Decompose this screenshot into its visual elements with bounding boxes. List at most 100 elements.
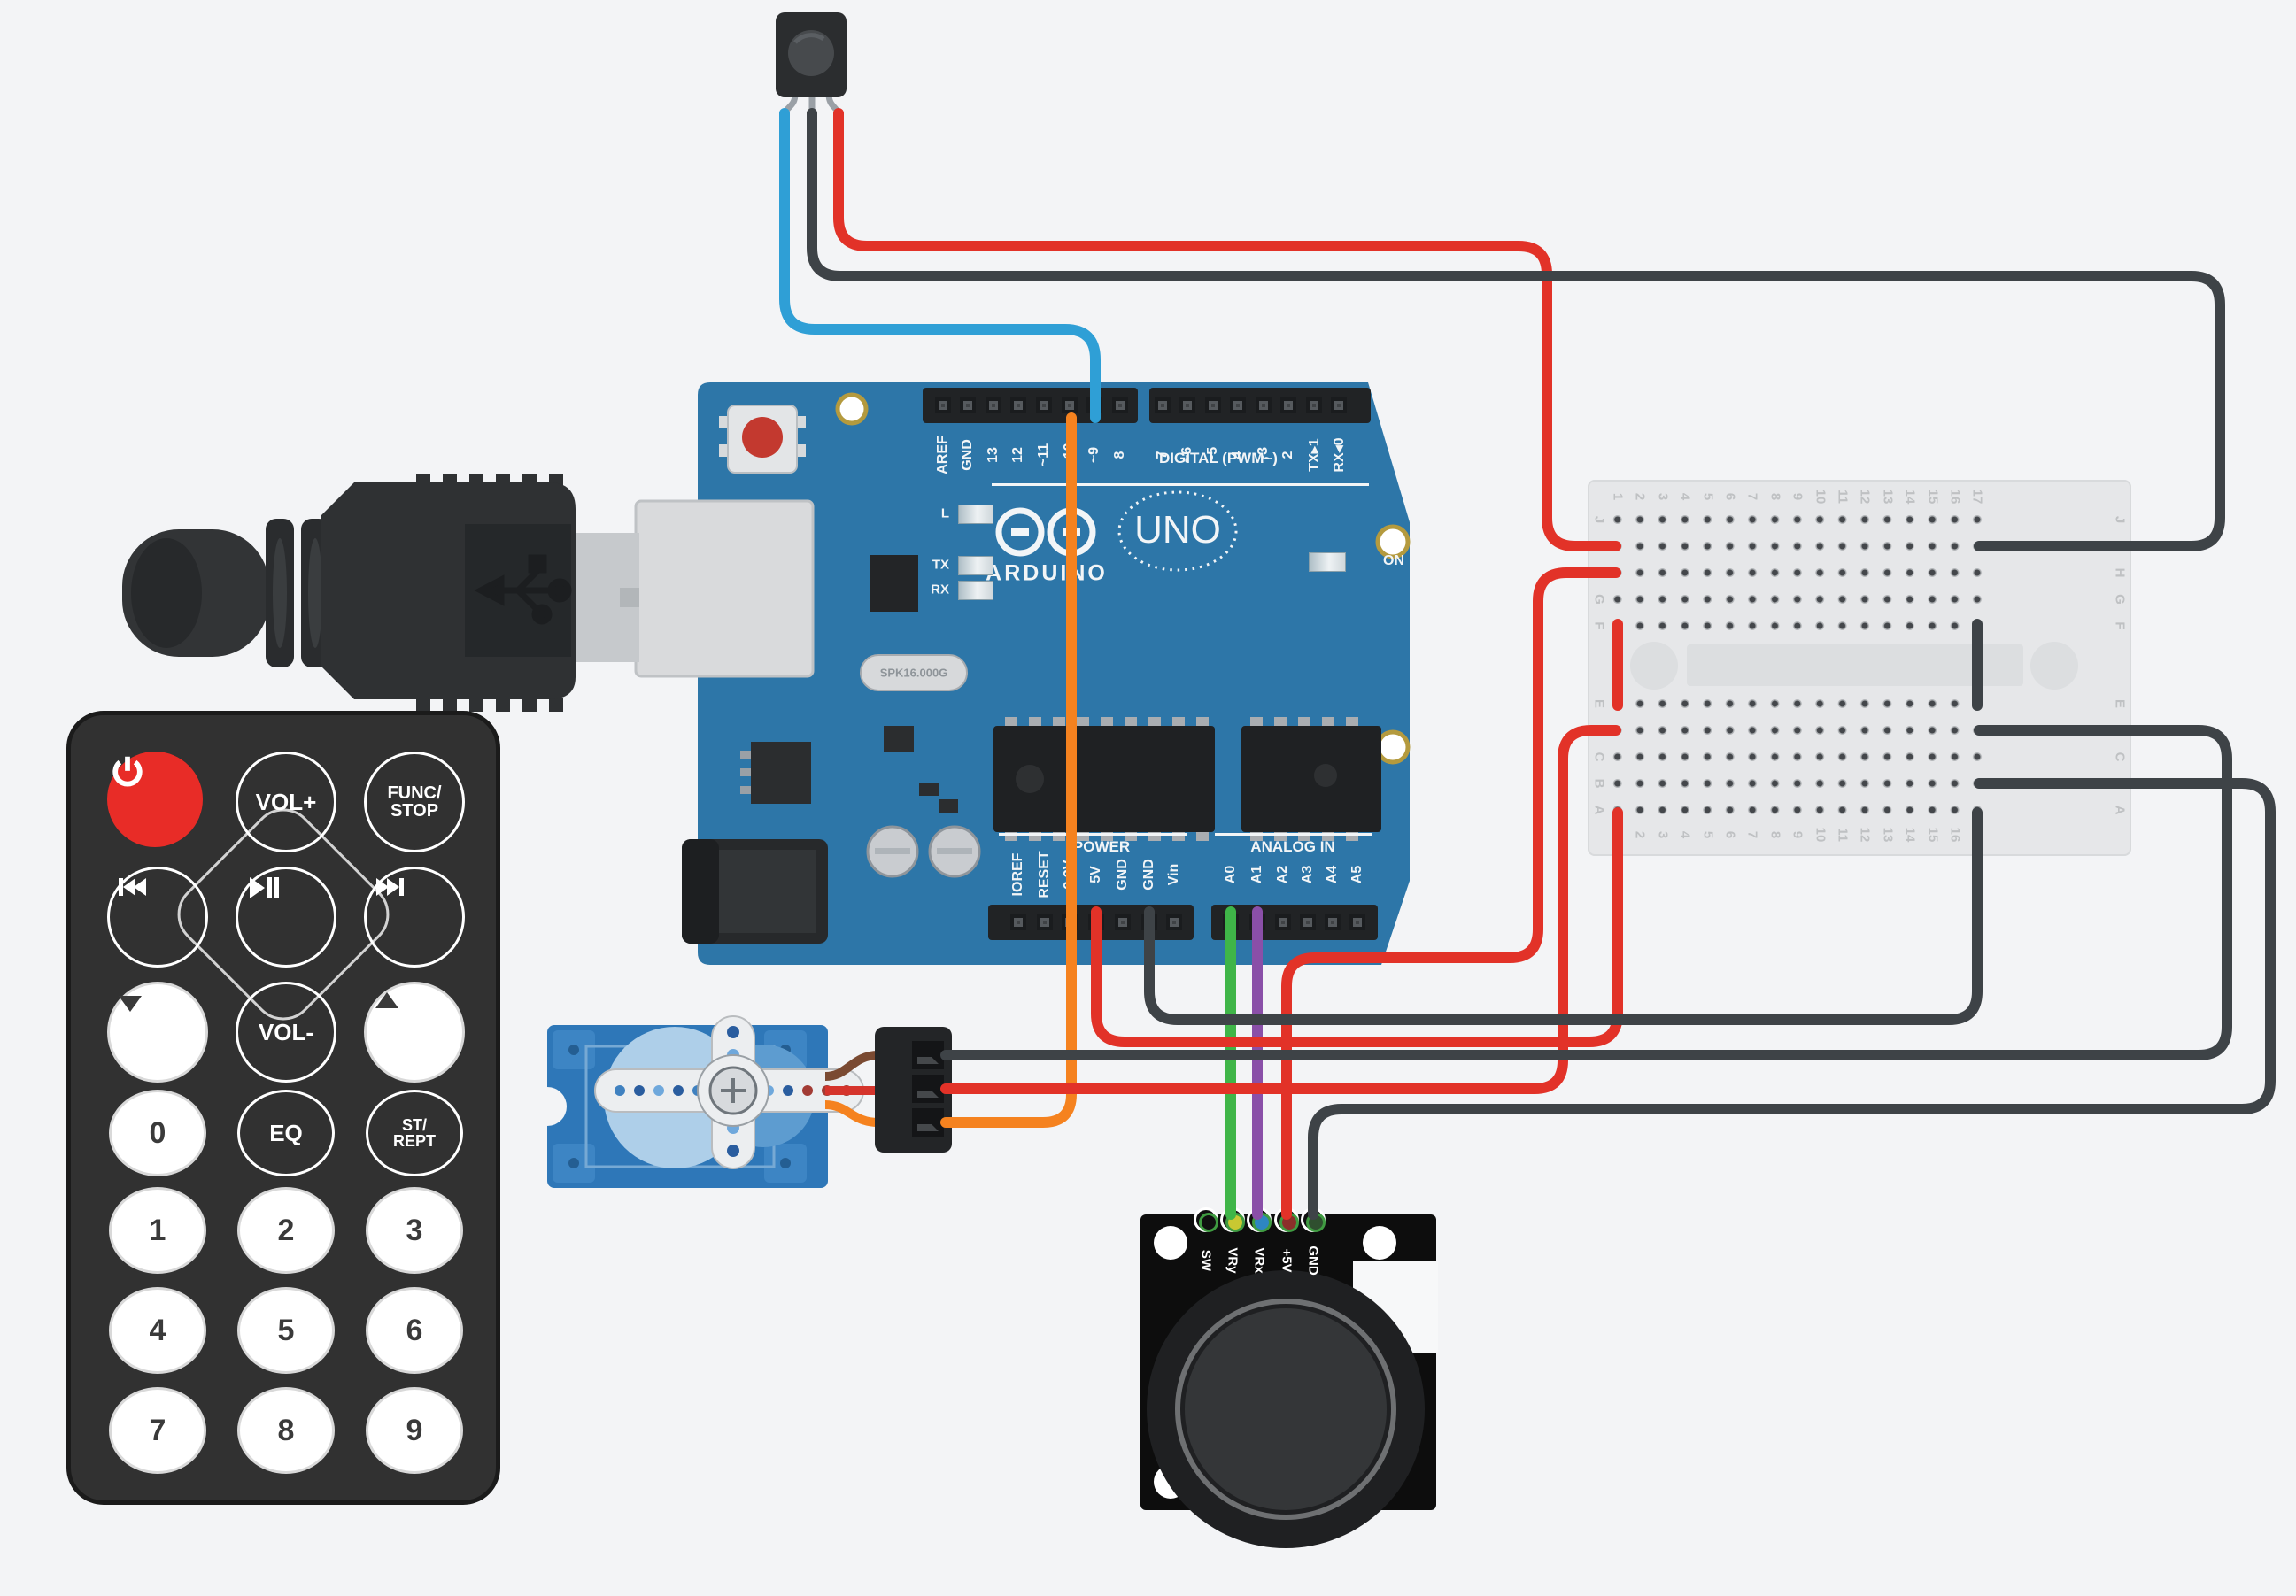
servo-wire-orange: [824, 1100, 879, 1127]
down-button[interactable]: [107, 982, 208, 1083]
button-label: 1: [149, 1213, 166, 1247]
digital-pin-RX◂0[interactable]: [1331, 397, 1347, 413]
digital-pin-GND[interactable]: [960, 397, 976, 413]
power-pin-Vin-6[interactable]: [1166, 914, 1182, 930]
driver-chip: [1241, 726, 1381, 832]
joystick-knob-cap[interactable]: [1185, 1308, 1387, 1510]
digit-4-button[interactable]: 4: [109, 1287, 206, 1374]
digit-0-button[interactable]: 0: [109, 1090, 206, 1176]
power-pin-RESET-1[interactable]: [1037, 914, 1053, 930]
digit-2-button[interactable]: 2: [237, 1187, 335, 1274]
digit-5-button[interactable]: 5: [237, 1287, 335, 1374]
analog-title: ANALOG IN: [1250, 838, 1335, 855]
button-label: 4: [149, 1313, 166, 1347]
breadboard-channel: [1687, 644, 2023, 686]
eq-button[interactable]: EQ: [237, 1090, 335, 1176]
ir-remote[interactable]: VOL+ FUNC/STOP VOL- 0 EQ ST/REPT 1 2 3 4 5 6 7 8 9: [66, 711, 500, 1505]
up-button[interactable]: [364, 982, 465, 1083]
wire-joystick-5v-red[interactable]: [1281, 567, 1621, 1220]
uno-model-text: UNO: [1134, 508, 1221, 551]
arduino-brand-text: ARDUINO: [986, 560, 1108, 586]
crystal: [860, 654, 968, 691]
servo-mount-notch: [528, 1087, 567, 1126]
led-ON: [1309, 552, 1346, 572]
breadboard-channel-hole: [2030, 642, 2078, 690]
button-label: 8: [277, 1413, 295, 1447]
analog-pin-A3[interactable]: [1300, 914, 1316, 930]
wire-servo-gnd-black[interactable]: [940, 725, 2232, 1060]
digital-pin-~6[interactable]: [1179, 397, 1195, 413]
servo-horn[interactable]: [594, 1015, 864, 1169]
crystal-label: SPK16.000G: [879, 666, 948, 680]
wire-ir-out-blue[interactable]: [779, 108, 1101, 423]
digital-pin-2[interactable]: [1280, 397, 1296, 413]
analog-pin-A5[interactable]: [1349, 914, 1365, 930]
led-RX: [958, 581, 993, 600]
digital-pin-~5[interactable]: [1205, 397, 1221, 413]
digit-1-button[interactable]: 1: [109, 1187, 206, 1274]
digit-7-button[interactable]: 7: [109, 1387, 206, 1474]
next-button[interactable]: [364, 867, 465, 968]
wire-gnd-to-a17-black[interactable]: [1144, 807, 1983, 1025]
digit-9-button[interactable]: 9: [366, 1387, 463, 1474]
joystick-pin-SW[interactable]: [1194, 1207, 1218, 1232]
wire-ir-vcc-red[interactable]: [833, 108, 1621, 551]
digit-8-button[interactable]: 8: [237, 1387, 335, 1474]
breadboard-holes-bottom[interactable]: [1606, 690, 1989, 823]
button-label: 6: [406, 1313, 423, 1347]
button-label: VOL+: [255, 788, 317, 815]
uno-oval: [1117, 490, 1238, 572]
digit-3-button[interactable]: 3: [366, 1187, 463, 1274]
button-label: FUNC/: [387, 783, 442, 803]
digital-pin-4[interactable]: [1230, 397, 1246, 413]
breadboard-holes-top[interactable]: [1606, 506, 1989, 639]
digital-pin-13[interactable]: [986, 397, 1001, 413]
led-label-TX: TX: [932, 557, 949, 573]
chip-small: [870, 555, 918, 612]
led-label-L: L: [940, 505, 949, 521]
prev-button[interactable]: [107, 867, 208, 968]
breadboard-channel-hole: [1630, 642, 1678, 690]
func-stop-button[interactable]: FUNC/STOP: [364, 752, 465, 852]
digital-title: DIGITAL (PWM~): [1159, 450, 1278, 466]
silk-line: [1215, 833, 1372, 836]
button-label: 3: [406, 1213, 423, 1247]
usb-trident-icon: [474, 554, 572, 625]
arduino-pcb[interactable]: [698, 382, 1410, 965]
button-label: STOP: [390, 801, 439, 821]
analog-pin-A2[interactable]: [1275, 914, 1291, 930]
digital-pin-~10[interactable]: [1062, 397, 1078, 413]
digital-pin-~11[interactable]: [1036, 397, 1052, 413]
wire-ir-gnd-black[interactable]: [807, 108, 2225, 551]
silk-line: [992, 483, 1369, 486]
button-label: 9: [406, 1413, 423, 1447]
button-label: ST/: [401, 1115, 427, 1134]
wire-servo-signal-orange[interactable]: [940, 412, 1077, 1128]
digital-pin-8[interactable]: [1112, 397, 1128, 413]
vol-up-button[interactable]: VOL+: [236, 752, 336, 852]
voltage-regulator: [751, 742, 811, 804]
digital-pin-TX▸1[interactable]: [1306, 397, 1322, 413]
digital-pin-~3[interactable]: [1256, 397, 1272, 413]
st-rept-button[interactable]: ST/REPT: [366, 1090, 463, 1176]
button-label: EQ: [269, 1119, 303, 1146]
mounting-hole: [1375, 524, 1411, 559]
power-button[interactable]: [107, 752, 203, 847]
digital-pin-AREF[interactable]: [935, 397, 951, 413]
power-pin-IOREF-0[interactable]: [1010, 914, 1026, 930]
analog-pin-A4[interactable]: [1325, 914, 1341, 930]
silk-line: [999, 833, 1187, 836]
play-pause-button[interactable]: [236, 867, 336, 968]
digit-6-button[interactable]: 6: [366, 1287, 463, 1374]
wire-servo-power-red[interactable]: [940, 725, 1621, 1094]
digital-pin-7[interactable]: [1155, 397, 1171, 413]
joystick-mount-hole: [1154, 1226, 1187, 1260]
reset-button-cap[interactable]: [742, 417, 783, 458]
servo-wire-brown: [824, 1051, 879, 1081]
power-pin-GND-4[interactable]: [1115, 914, 1131, 930]
digital-pin-12[interactable]: [1010, 397, 1026, 413]
wire-joystick-gnd-black[interactable]: [1308, 778, 2276, 1220]
vol-down-button[interactable]: VOL-: [236, 982, 336, 1083]
